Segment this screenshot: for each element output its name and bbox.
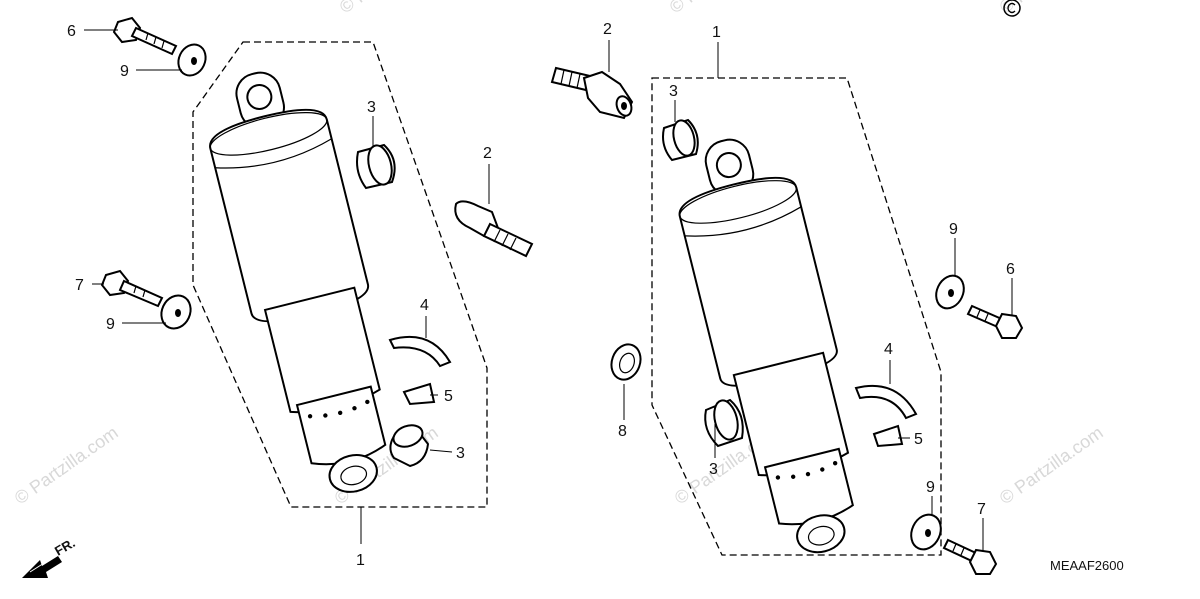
callout-9: 9 (106, 316, 115, 333)
bushing-right-upper (662, 118, 699, 162)
callout-3: 3 (669, 83, 678, 100)
callout-2: 2 (483, 145, 492, 162)
clip-left (402, 382, 436, 406)
callout-7: 7 (977, 501, 986, 518)
watermark: © Partzilla.com (996, 0, 1107, 17)
washer-right-upper (935, 274, 965, 310)
bolt-left-lower (100, 269, 164, 308)
clip-right (872, 424, 904, 448)
bolt-right-upper (966, 304, 1024, 339)
rubber-band-right (854, 384, 918, 420)
watermark: © Partzilla.com (336, 0, 447, 17)
callout-2: 2 (603, 21, 612, 38)
bushing-left-lower (389, 424, 430, 468)
callout-9: 9 (120, 63, 129, 80)
leader-lines (84, 29, 1013, 552)
rubber-band-left (388, 335, 452, 368)
callout-1: 1 (712, 24, 721, 41)
bushing-right-lower (704, 398, 744, 448)
stud-left (454, 200, 534, 258)
washer-left-lower (160, 294, 192, 330)
front-direction-arrow-icon (22, 556, 62, 578)
washer-right-lower (910, 513, 942, 551)
left-shock-assembly (100, 16, 534, 508)
washer-left-upper (177, 43, 207, 77)
callout-3: 3 (709, 461, 718, 478)
callout-6: 6 (67, 23, 76, 40)
stud-right (550, 66, 634, 120)
shock-absorber-right (678, 138, 854, 554)
bolt-right-lower (942, 538, 998, 575)
assembly-outline-right (651, 77, 942, 556)
callout-5: 5 (914, 431, 923, 448)
callout-9: 9 (926, 479, 935, 496)
callout-9: 9 (949, 221, 958, 238)
callout-7: 7 (75, 277, 84, 294)
right-shock-assembly (550, 66, 1024, 575)
watermark: © Partzilla.com (11, 422, 122, 508)
callout-labels: 6 9 3 2 7 9 4 5 3 1 2 1 3 9 6 8 4 5 3 9 … (67, 21, 1015, 569)
watermark: © Partzilla.com (996, 422, 1107, 508)
bushing-left-upper (356, 143, 396, 190)
callout-1: 1 (356, 552, 365, 569)
washer-right-mid (610, 343, 642, 381)
callout-4: 4 (420, 297, 429, 314)
callout-8: 8 (618, 423, 627, 440)
callout-4: 4 (884, 341, 893, 358)
callout-5: 5 (444, 388, 453, 405)
copyright-icon (1003, 0, 1021, 17)
callout-6: 6 (1006, 261, 1015, 278)
direction-label: FR. (52, 535, 78, 558)
shock-absorber-left (209, 71, 387, 493)
assembly-outline-left (192, 41, 488, 508)
callout-3: 3 (456, 445, 465, 462)
diagram-code: MEAAF2600 (1050, 558, 1124, 573)
callout-3: 3 (367, 99, 376, 116)
watermark: © Partzilla.com (666, 0, 777, 17)
bolt-left-upper (112, 16, 178, 56)
